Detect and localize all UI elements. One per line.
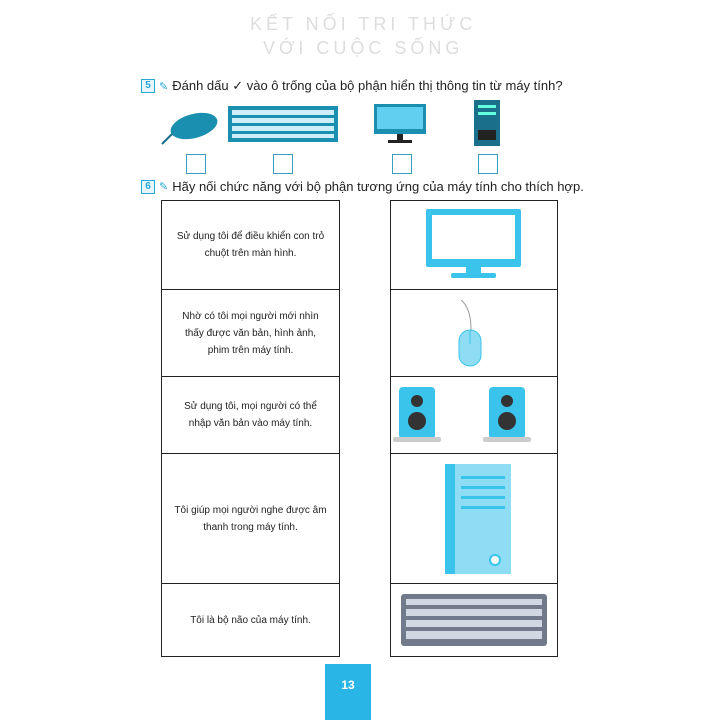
functions-column: Sử dụng tôi để điều khiển con trỏ chuột … (161, 200, 340, 657)
checkbox-mouse[interactable] (186, 154, 206, 174)
keyboard-image (228, 106, 338, 142)
pencil-icon: ✎ (159, 80, 169, 93)
part-monitor[interactable] (391, 201, 557, 289)
question-number: 6 (141, 179, 155, 194)
watermark: KẾT NỐI TRI THỨC VỚI CUỘC SỐNG (250, 12, 476, 60)
part-computer-case[interactable] (391, 453, 557, 583)
computer-case-image (474, 100, 500, 146)
checkbox-monitor[interactable] (392, 154, 412, 174)
speakers-icon (393, 387, 531, 442)
watermark-line: VỚI CUỘC SỐNG (262, 38, 464, 58)
mouse-icon (458, 299, 482, 367)
part-keyboard[interactable] (391, 583, 557, 656)
question-6: 6 ✎Hãy nối chức năng với bộ phận tương ứn… (141, 179, 584, 194)
question-5: 5 ✎Đánh dấu ✓ vào ô trống của bộ phận hiể… (141, 78, 563, 94)
question-number: 5 (141, 79, 155, 93)
checkbox-computer-case[interactable] (478, 154, 498, 174)
page-number: 13 (325, 664, 371, 720)
keyboard-icon (401, 594, 547, 646)
part-mouse[interactable] (391, 289, 557, 376)
function-item[interactable]: Sử dụng tôi để điều khiển con trỏ chuột … (176, 231, 325, 259)
mouse-image (161, 112, 218, 145)
monitor-image (374, 104, 426, 143)
question-text: Hãy nối chức năng với bộ phận tương ứng … (172, 179, 584, 194)
pencil-icon: ✎ (159, 181, 169, 193)
question-text: Đánh dấu ✓ vào ô trống của bộ phận hiển … (172, 78, 563, 93)
function-item[interactable]: Nhờ có tôi mọi người mới nhìn thấy được … (162, 289, 339, 376)
monitor-icon (426, 209, 521, 278)
function-item[interactable]: Tôi là bộ não của máy tính. (162, 583, 339, 656)
function-item[interactable]: Sử dụng tôi, mọi người có thể nhập văn b… (162, 376, 339, 453)
part-speakers[interactable] (391, 376, 557, 453)
checkbox-keyboard[interactable] (273, 154, 293, 174)
computer-case-icon (445, 464, 511, 574)
parts-column (390, 200, 558, 657)
watermark-line: KẾT NỐI TRI THỨC (250, 14, 477, 34)
function-item[interactable]: Tôi giúp mọi người nghe được âm thanh tr… (162, 453, 339, 583)
